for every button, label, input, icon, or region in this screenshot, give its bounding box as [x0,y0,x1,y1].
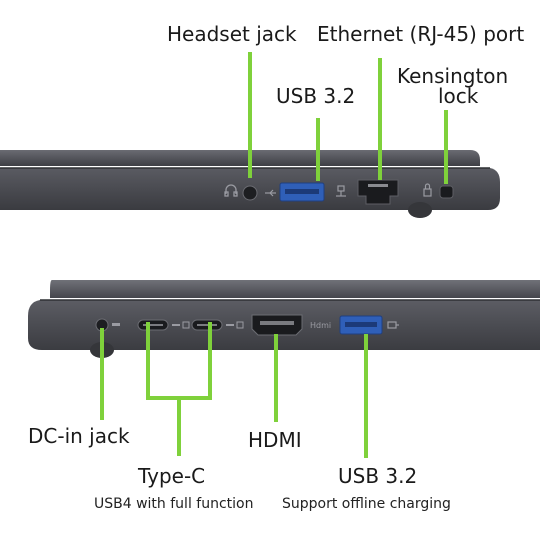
label-usb32-note: Support offline charging [282,496,451,512]
rubber-foot [408,202,432,218]
kensington-slot [439,185,454,199]
label-type-c-note: USB4 with full function [94,496,254,512]
lid-edge-bottom [50,280,540,298]
thunderbolt-icon [172,321,190,329]
lid-edge [0,150,480,166]
callout-line-kensington [444,110,448,184]
label-ethernet-port: Ethernet (RJ-45) port [317,22,525,46]
laptop-left-side-view: Hdmi [28,280,540,358]
network-icon [336,185,346,197]
callout-line-dc-in [100,328,104,420]
hdmi-engraving: Hdmi [310,321,331,330]
label-kensington-line2: lock [438,84,479,108]
callout-line-ethernet [378,58,382,180]
laptop-right-side-view [0,150,500,218]
label-type-c: Type-C [138,464,206,488]
callout-line-type-c-1 [146,322,150,398]
label-kensington-line1: Kensington [397,64,509,88]
callout-line-type-c-stem [177,398,181,456]
callout-line-headset [248,52,252,178]
power-icon [112,323,120,326]
headphone-icon [224,184,238,197]
usb-symbol-icon [265,189,276,197]
callout-line-usb-top [316,118,320,181]
callout-line-hdmi [274,334,278,422]
label-usb32-top: USB 3.2 [276,84,356,108]
lock-icon [423,183,432,197]
callout-line-usb-bottom [364,334,368,458]
display-icon [226,321,244,329]
callout-line-type-c-2 [208,322,212,398]
headset-jack-port [242,185,258,201]
label-dc-in-jack: DC-in jack [28,424,130,448]
charging-icon [387,321,399,329]
label-usb32-bottom: USB 3.2 [338,464,418,488]
label-headset-jack: Headset jack [167,22,297,46]
label-hdmi: HDMI [248,428,302,452]
